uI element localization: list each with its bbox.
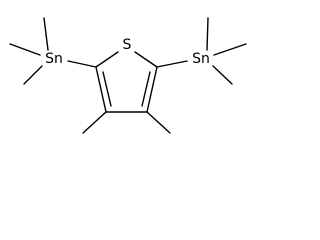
bond-s-c5	[134, 51, 158, 68]
bond-s-c2	[95, 51, 119, 68]
tin-atom-label-right: Sn	[192, 51, 210, 67]
tin-atom-label-left: Sn	[45, 51, 63, 67]
bond-c4-c5	[146, 66, 158, 113]
bond-sn-left-methyl-bottom	[23, 65, 43, 85]
bond-c3-methyl	[82, 111, 107, 134]
bond-c2-sn-left	[67, 60, 97, 68]
bond-c5-sn-right	[156, 60, 188, 68]
bond-c4-c5-double	[141, 71, 151, 107]
bond-c4-methyl	[146, 111, 171, 134]
bond-c2-c3-double	[102, 71, 112, 107]
bond-sn-right-methyl-right	[213, 43, 247, 56]
bond-sn-right-methyl-bottom	[212, 65, 233, 85]
chemical-structure: S Sn Sn	[9, 17, 247, 134]
bond-sn-right-methyl-top	[206, 17, 209, 51]
bond-sn-left-methyl-left	[9, 43, 41, 56]
bond-c2-c3	[95, 66, 107, 113]
bond-sn-left-methyl-top	[43, 17, 49, 51]
sulfur-atom-label: S	[123, 37, 132, 53]
